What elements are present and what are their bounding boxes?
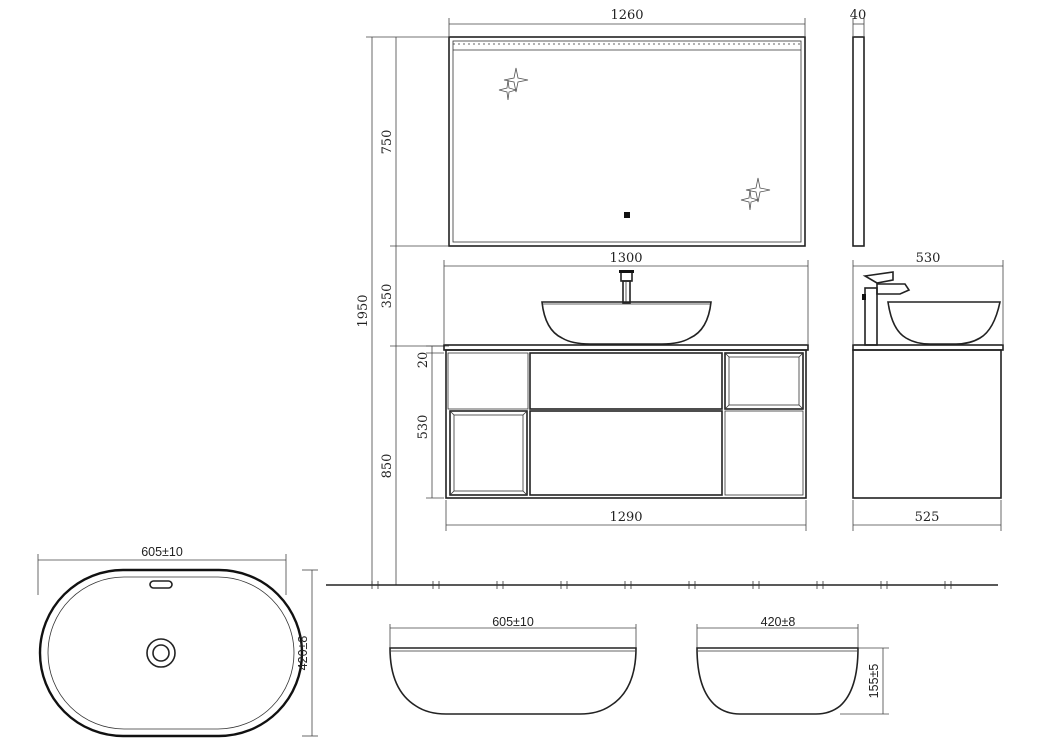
cabinet-body bbox=[445, 349, 807, 499]
touch-switch-icon bbox=[624, 212, 630, 218]
vanity-side-view: 530 525 bbox=[852, 251, 1004, 531]
cabinet-width-label: 1290 bbox=[609, 510, 642, 525]
drawer-lower bbox=[529, 410, 723, 496]
basin-width-side-label: 420±8 bbox=[761, 615, 796, 629]
floor-line bbox=[326, 581, 998, 589]
drain-icon bbox=[146, 638, 176, 668]
overflow-slot-icon bbox=[149, 580, 173, 589]
faucet-icon bbox=[619, 270, 634, 304]
mirror-width-label: 1260 bbox=[610, 8, 643, 23]
drawer-upper bbox=[529, 352, 723, 410]
vessel-basin-front bbox=[541, 301, 712, 345]
vertical-dimensions: 1950 750 350 850 20 530 bbox=[356, 36, 449, 585]
countertop-width-label: 1300 bbox=[609, 251, 642, 266]
mirror-depth-label: 40 bbox=[850, 8, 867, 23]
top-thickness-label: 20 bbox=[416, 352, 431, 369]
basin-length-top-label: 605±10 bbox=[141, 545, 183, 559]
basin-height-label: 155±5 bbox=[867, 664, 881, 699]
basin-width-top-label: 420±8 bbox=[296, 636, 310, 671]
basin-side-view: 420±8 155±5 bbox=[696, 615, 889, 715]
sparkle-icon bbox=[498, 67, 529, 101]
vanity-front-view: 1300 bbox=[443, 251, 809, 531]
mount-height-label: 850 bbox=[380, 454, 395, 479]
basin-front-view: 605±10 bbox=[389, 615, 637, 715]
basin-length-front-label: 605±10 bbox=[492, 615, 534, 629]
mirror-side-view: 40 bbox=[850, 8, 867, 247]
side-cabinet-depth-label: 525 bbox=[915, 510, 940, 525]
mirror-height-label: 750 bbox=[380, 130, 395, 155]
gap-height-label: 350 bbox=[380, 284, 395, 309]
total-height-label: 1950 bbox=[356, 294, 371, 327]
mirror-front-view: 1260 bbox=[448, 8, 806, 247]
basin-top-view: 605±10 420±8 bbox=[37, 545, 318, 738]
sparkle-icon bbox=[740, 177, 771, 211]
side-cabinet-body bbox=[852, 349, 1002, 499]
side-top-depth-label: 530 bbox=[916, 251, 941, 266]
drawer-height-label: 530 bbox=[416, 415, 431, 440]
vessel-basin-side bbox=[887, 301, 1001, 345]
